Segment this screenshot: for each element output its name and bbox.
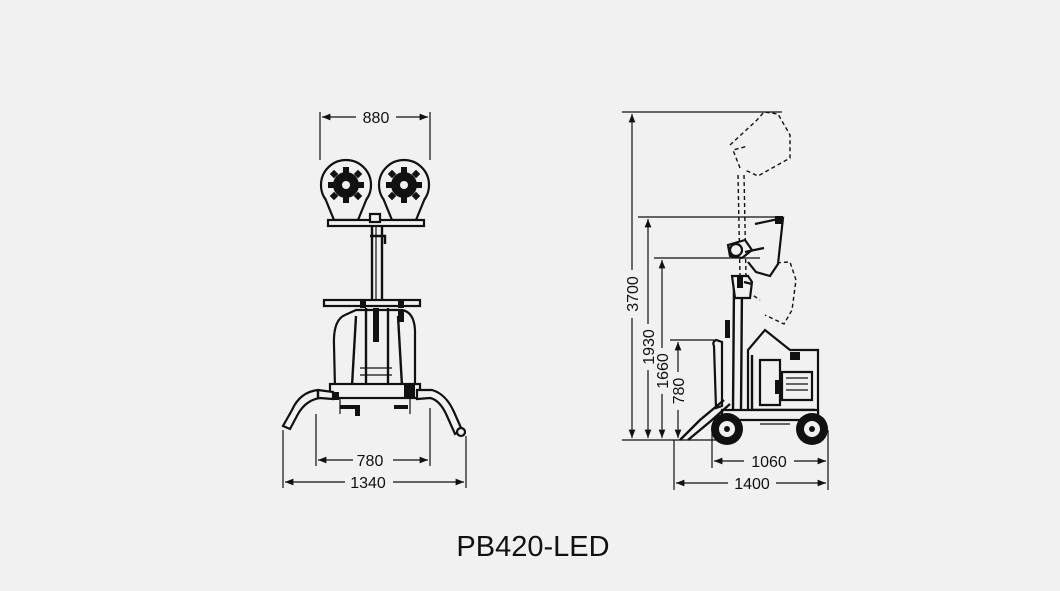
dim-880: 880	[363, 110, 390, 127]
dim-1660: 1660	[655, 353, 672, 389]
side-wheel-rear	[796, 413, 828, 445]
dim-3700: 3700	[625, 276, 642, 312]
dim-780-front: 780	[357, 453, 384, 470]
mast-extended-dashed	[729, 111, 797, 325]
model-title: PB420-LED	[456, 531, 609, 563]
side-wheel-front	[711, 413, 743, 445]
dim-1060: 1060	[751, 454, 787, 471]
lamp-head-left	[319, 158, 373, 222]
side-view	[679, 111, 828, 445]
outrigger-right	[415, 388, 467, 438]
lamp-head-right	[377, 158, 431, 222]
dim-1930: 1930	[641, 329, 658, 365]
mast-bracket	[322, 298, 422, 308]
mast	[370, 226, 387, 300]
dim-780-side: 780	[671, 378, 688, 405]
outrigger-left	[281, 388, 335, 431]
side-lamp-head	[726, 216, 785, 278]
generator-body	[332, 308, 417, 390]
front-view	[281, 158, 467, 438]
front-dimensions: 880 780 1340	[282, 110, 467, 492]
side-dimensions: 3700 1930 1660 780 1060 1400	[622, 111, 829, 493]
side-handle	[712, 338, 724, 410]
dim-1400: 1400	[734, 476, 770, 493]
side-engine	[746, 328, 820, 419]
side-mast	[725, 274, 754, 411]
dim-1340: 1340	[350, 475, 386, 492]
